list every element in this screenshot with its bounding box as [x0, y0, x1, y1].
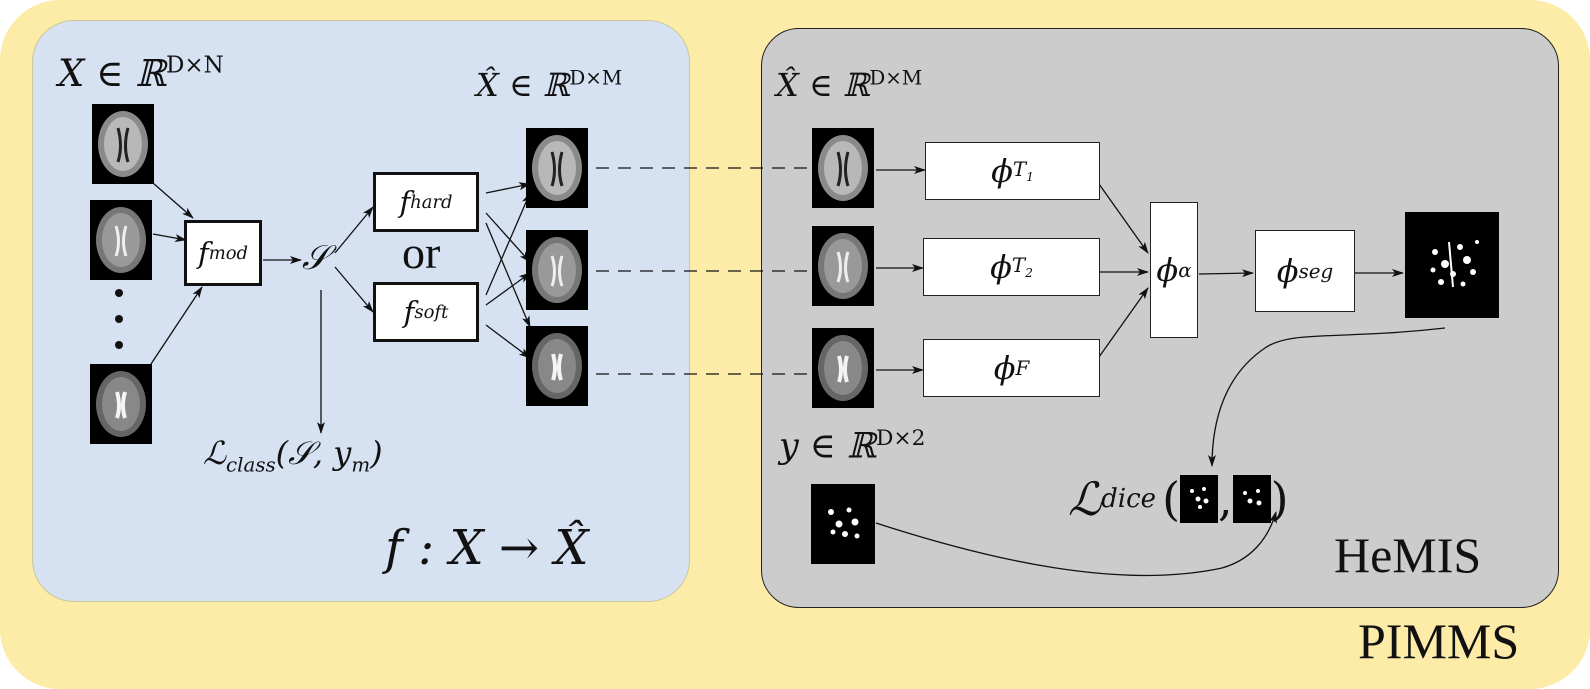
edge-target-dice [875, 511, 1277, 577]
vertical-ellipsis [113, 285, 125, 355]
edge-x2-fmod [152, 233, 187, 242]
brain-mri-thumbnail [90, 200, 152, 280]
brain-mri-thumbnail [812, 328, 874, 408]
pimms-label: PIMMS [1358, 613, 1520, 669]
edge-alpha-seg [1198, 269, 1254, 278]
hemis-input-label: X̂ ∈ ℝD×M [776, 66, 923, 104]
brain-mri-thumbnail [90, 364, 152, 444]
segmentation-mask-thumbnail [1180, 475, 1219, 523]
edge-phit1-alpha [1098, 183, 1149, 254]
edge-xn-fmod [150, 286, 203, 365]
brain-mri-thumbnail [812, 128, 874, 208]
input-space-label: X ∈ ℝD×N [58, 52, 224, 95]
segmentation-mask-thumbnail [1232, 475, 1271, 523]
edge-fhard-out1 [485, 182, 531, 194]
edge-fsoft-out2 [485, 272, 531, 306]
edge-s-fhard [334, 206, 374, 254]
class-loss-label: ℒclass(𝒮, ym) [203, 434, 383, 477]
target-label: y ∈ ℝD×2 [779, 426, 926, 467]
brain-mri-thumbnail [812, 226, 874, 306]
hemis-label: HeMIS [1334, 527, 1482, 583]
edge-fsoft-out3 [485, 324, 531, 359]
brain-mri-thumbnail [92, 104, 154, 184]
brain-mri-thumbnail [526, 230, 588, 310]
segmentation-mask-thumbnail [811, 484, 875, 564]
segmentation-mask-thumbnail [1405, 212, 1499, 318]
brain-mri-thumbnail [526, 128, 588, 208]
edge-x1-fmod [152, 182, 194, 219]
output-space-label: X̂ ∈ ℝD×M [476, 66, 623, 104]
brain-mri-thumbnail [526, 326, 588, 406]
or-label: or [402, 227, 441, 278]
edge-fsoft-out1 [485, 192, 531, 296]
edge-fhard-out2 [485, 212, 531, 263]
mapping-label: f : X → X̂ [385, 520, 589, 576]
edge-phif-alpha [1098, 287, 1149, 358]
selector-symbol: 𝒮 [302, 238, 329, 278]
edge-s-fsoft [334, 266, 374, 313]
edge-fhard-out3 [485, 222, 531, 328]
edge-output-dice [1208, 327, 1446, 467]
